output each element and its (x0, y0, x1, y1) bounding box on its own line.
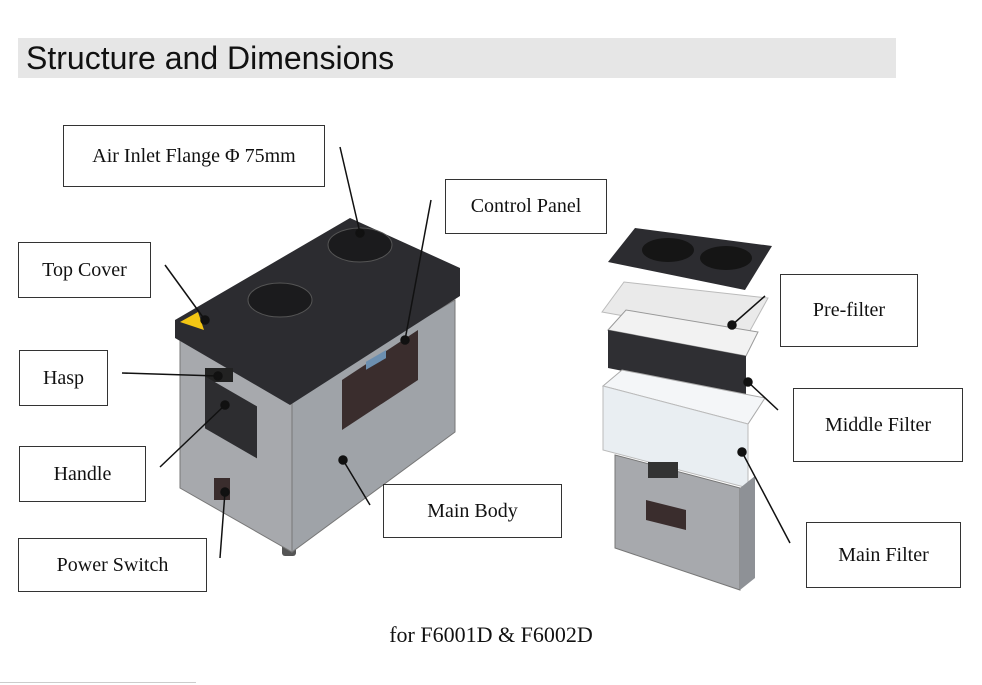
display (366, 350, 386, 370)
label-middle-filter: Middle Filter (793, 388, 963, 462)
leader-air-inlet (339, 146, 361, 234)
handle-shape (205, 376, 257, 459)
dot-air-inlet (355, 228, 365, 238)
label-main-filter: Main Filter (806, 522, 961, 588)
leader-top-cover (164, 264, 206, 321)
dot-handle (220, 400, 230, 410)
label-control-panel: Control Panel (445, 179, 607, 234)
inlet-1 (247, 282, 313, 318)
dot-control-panel (400, 335, 410, 345)
assembled-unit (175, 218, 460, 556)
label-handle: Handle (19, 446, 146, 502)
dot-pre-filter (727, 320, 737, 330)
exploded-body-side (740, 476, 755, 590)
top-cover-shape (175, 218, 460, 405)
dot-main-filter (737, 447, 747, 457)
label-top-cover: Top Cover (18, 242, 151, 298)
control-panel-shape (342, 330, 418, 430)
leader-control-panel (404, 199, 432, 341)
label-power-switch: Power Switch (18, 538, 207, 592)
inlet-2 (327, 227, 393, 263)
title-bar: Structure and Dimensions (18, 38, 896, 78)
dot-power-switch (220, 487, 230, 497)
dot-hasp (213, 371, 223, 381)
exploded-fan (648, 462, 678, 478)
leader-power-switch (219, 491, 226, 559)
warning-label (180, 312, 204, 330)
middle-filter-frame (608, 330, 746, 396)
label-air-inlet-flange: Air Inlet Flange Φ 75mm (63, 125, 325, 187)
leader-main-filter (741, 451, 791, 544)
leader-pre-filter (731, 295, 766, 326)
label-pre-filter: Pre-filter (780, 274, 918, 347)
leader-handle (159, 404, 226, 468)
leader-lines (121, 146, 791, 559)
exploded-inlet-1 (642, 238, 694, 262)
dot-main-body (338, 455, 348, 465)
leader-hasp (121, 372, 219, 377)
exploded-unit (601, 228, 772, 591)
dot-middle-filter (743, 377, 753, 387)
exploded-control-panel (646, 500, 686, 530)
bottom-divider (0, 682, 196, 683)
leader-middle-filter (747, 381, 779, 411)
model-caption: for F6001D & F6002D (389, 622, 593, 647)
page-title: Structure and Dimensions (26, 40, 395, 76)
label-main-body: Main Body (383, 484, 562, 538)
leader-main-body (342, 459, 371, 506)
exploded-inlet-2 (700, 246, 752, 270)
label-hasp: Hasp (19, 350, 108, 406)
dot-top-cover (200, 315, 210, 325)
